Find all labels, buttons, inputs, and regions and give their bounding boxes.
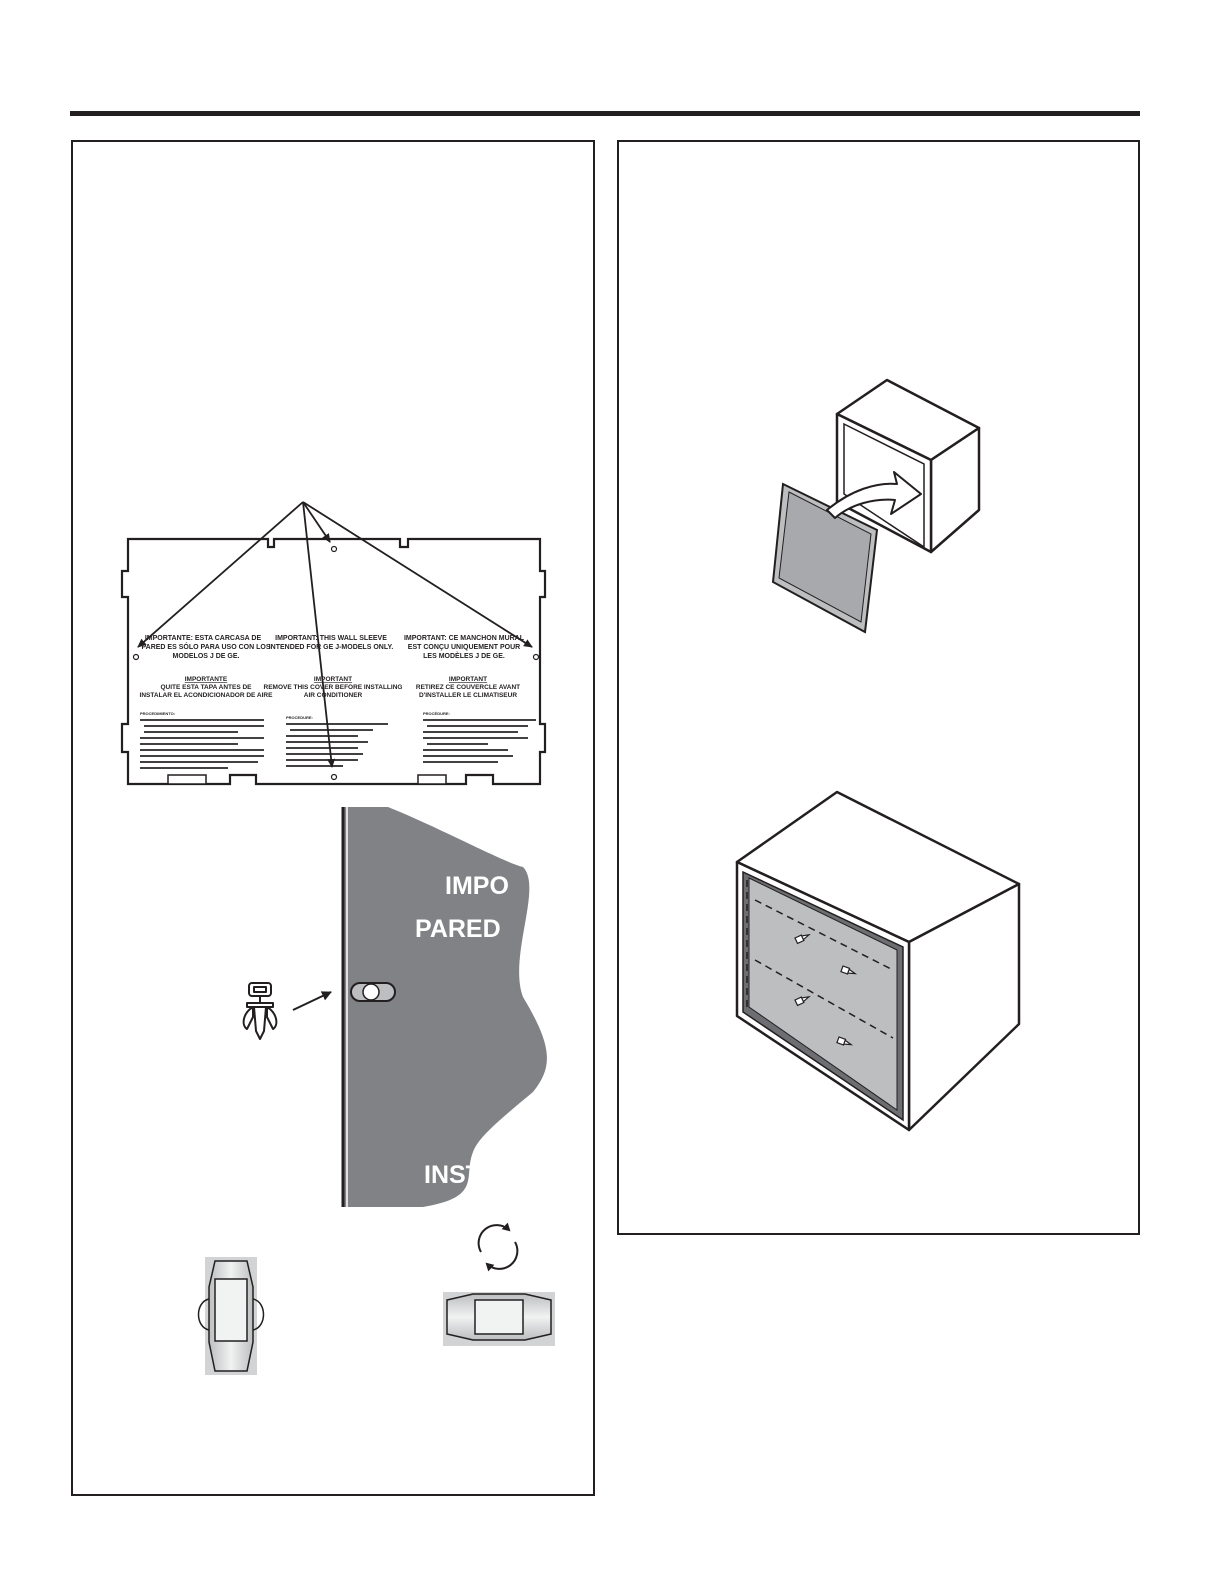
screw-hole-left [132,653,140,661]
zoom-text-line-3: INST [424,1161,481,1189]
screw-location-arrows [137,501,533,768]
english-subheading-3: AIR CONDITIONER [304,692,363,699]
spanish-heading-line-2: PARED ES SÓLO PARA USO CON LOS [142,642,271,651]
english-procedure-title: PROCEDURE: [286,715,313,720]
right-instruction-panel [617,140,1140,1235]
mounting-dashed-lines [746,880,894,1039]
rotate-arrows-icon [477,1222,519,1272]
french-heading-line-3: LES MODÈLES J DE GE. [423,651,505,660]
spanish-subheading-2: QUITE ESTA TAPA ANTES DE [160,684,252,691]
spanish-heading-line-3: MODELOS J DE GE. [173,653,240,660]
sleeve-installed-illustration [735,790,1021,1132]
spanish-subheading-1: IMPORTANTE [185,676,228,683]
english-heading-line-2: INTENDED FOR GE J-MODELS ONLY. [269,644,394,651]
installed-push-pins [794,933,858,1046]
zoom-text-line-1: IMPO [445,872,509,900]
pin-horizontal-orientation [443,1292,555,1346]
english-subheading-1: IMPORTANT [314,676,352,683]
french-heading-line-2: EST CONÇU UNIQUEMENT POUR [408,644,520,651]
english-subheading-2: REMOVE THIS COVER BEFORE INSTALLING [264,684,403,691]
left-instruction-panel: IMPORTANTE: ESTA CARCASA DE PARED ES SÓL… [71,140,595,1496]
english-heading-line-1: IMPORTANT: THIS WALL SLEEVE [275,635,387,642]
french-subheading-1: IMPORTANT [449,676,487,683]
cover-detail-zoom: IMPO PARED INST [242,807,547,1207]
spanish-procedure-title: PROCEDIMIENTO: [140,711,175,716]
top-rule [70,111,1140,116]
french-procedure-title: PROCÉDURE: [423,711,450,716]
screw-hole-right [532,653,540,661]
insert-arrow [826,471,922,519]
screw-hole-top [330,545,338,553]
procedure-fine-print [140,719,536,769]
pin-vertical-orientation [197,1257,265,1375]
sleeve-insertion-illustration [771,378,981,634]
spanish-heading-line-1: IMPORTANTE: ESTA CARCASA DE [145,635,262,642]
french-subheading-3: D'INSTALLER LE CLIMATISEUR [419,692,517,699]
push-pin-icon [242,982,278,1040]
sleeve-cover-illustration: IMPORTANTE: ESTA CARCASA DE PARED ES SÓL… [120,501,547,786]
french-heading-line-1: IMPORTANT: CE MANCHON MURAL [404,635,525,642]
screw-hole-bottom [330,773,338,781]
spanish-subheading-3: INSTALAR EL ACONDICIONADOR DE AIRE [140,692,274,699]
zoom-text-line-2: PARED [415,915,501,943]
french-subheading-2: RETIREZ CE COUVERCLE AVANT [416,684,520,691]
